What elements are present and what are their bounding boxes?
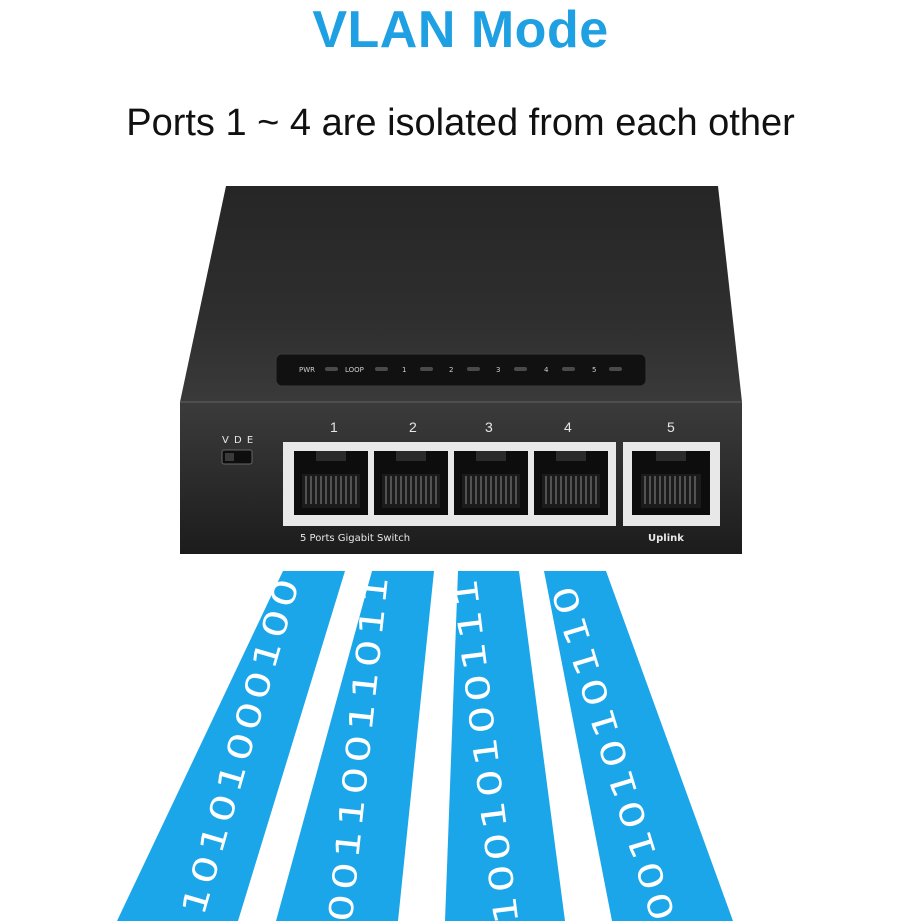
- led-label-loop: LOOP: [345, 366, 364, 374]
- led-panel: PWR LOOP 1 2 3 4 5: [275, 353, 647, 387]
- ethernet-port-2: [374, 451, 448, 515]
- led-label-1: 1: [402, 366, 406, 374]
- network-switch: PWR LOOP 1 2 3 4 5 V D E 1 2: [180, 186, 742, 554]
- switch-top-panel: [180, 186, 742, 402]
- model-label: 5 Ports Gigabit Switch: [300, 533, 410, 544]
- page-subtitle: Ports 1 ~ 4 are isolated from each other: [126, 102, 795, 144]
- port-number-4: 4: [564, 419, 572, 435]
- ethernet-port-1: [294, 451, 368, 515]
- led-label-4: 4: [544, 366, 549, 374]
- port-number-5: 5: [667, 419, 675, 435]
- ethernet-port-5: [632, 451, 710, 515]
- ethernet-port-3: [454, 451, 528, 515]
- page-title: VLAN Mode: [312, 1, 609, 59]
- data-stream-3: [445, 571, 565, 921]
- led-label-5: 5: [592, 366, 596, 374]
- dip-switch-label: V D E: [222, 435, 254, 446]
- data-stream-1: [117, 571, 345, 921]
- data-stream-2: [276, 571, 434, 921]
- led-label-3: 3: [496, 366, 500, 374]
- port-number-2: 2: [409, 419, 417, 435]
- data-streams: 10101000100 00110011011 10010100111 0010…: [117, 570, 733, 921]
- port-number-3: 3: [485, 419, 493, 435]
- led-label-pwr: PWR: [299, 366, 315, 374]
- ethernet-port-4: [534, 451, 608, 515]
- data-stream-4: [544, 571, 733, 921]
- uplink-label: Uplink: [648, 533, 684, 544]
- led-label-2: 2: [449, 366, 453, 374]
- port-number-1: 1: [330, 419, 338, 435]
